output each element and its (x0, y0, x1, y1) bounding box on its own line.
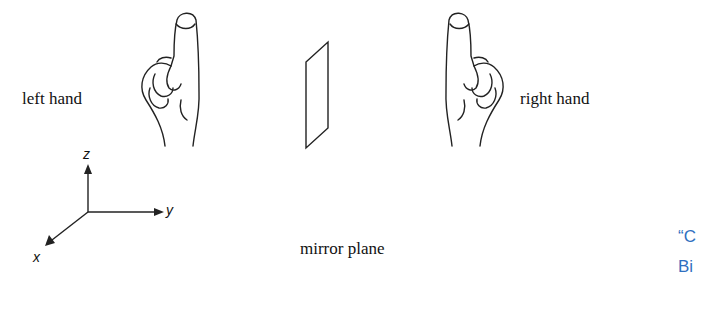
left-hand-drawing (142, 13, 199, 146)
axes (45, 164, 164, 246)
right-hand-drawing (446, 13, 503, 146)
mirror-label: mirror plane (300, 240, 385, 259)
axis-label: x (33, 250, 40, 265)
hand-label: right hand (520, 90, 589, 109)
citation-text: Bi (678, 258, 693, 277)
axis-label: y (166, 203, 173, 218)
citation-text: “C (678, 228, 696, 247)
axis-label: z (83, 147, 90, 162)
hand-label: left hand (22, 90, 82, 109)
mirror-plane-shape (306, 42, 328, 148)
